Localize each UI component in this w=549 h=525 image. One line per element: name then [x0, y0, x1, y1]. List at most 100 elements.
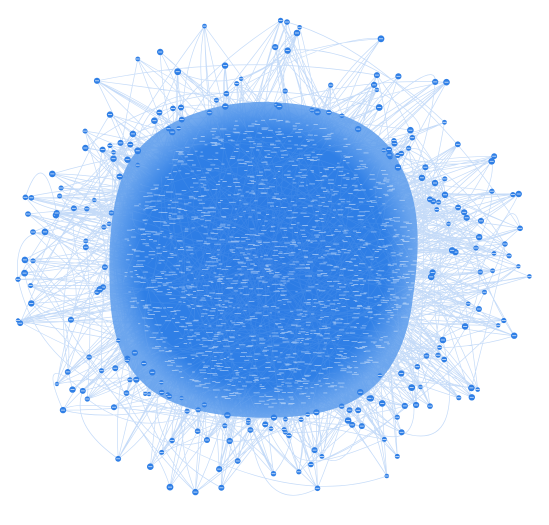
node-label-mark [168, 486, 172, 488]
node-label-mark [31, 231, 35, 233]
graph-node [314, 485, 321, 492]
graph-node [41, 228, 49, 236]
graph-node [116, 173, 123, 180]
node-label-mark [102, 266, 107, 268]
graph-node [516, 264, 521, 269]
node-label-mark [463, 326, 468, 327]
graph-node [270, 414, 277, 421]
node-label-mark [396, 75, 401, 77]
graph-inner-edges [118, 112, 417, 408]
node-label-mark [152, 120, 157, 122]
graph-node [443, 78, 450, 86]
node-label-mark [196, 409, 201, 411]
node-label-mark [415, 366, 420, 368]
graph-node [311, 447, 318, 454]
node-label-mark [392, 143, 397, 144]
node-label-mark [518, 227, 523, 229]
node-label-mark [283, 90, 288, 92]
node-label-mark [382, 439, 387, 440]
node-label-mark [319, 456, 324, 457]
node-label-mark [214, 99, 219, 101]
node-label-mark [381, 149, 386, 151]
node-label-mark [147, 393, 151, 395]
node-label-mark [99, 370, 104, 372]
graph-node [83, 238, 89, 244]
node-label-mark [134, 379, 139, 381]
graph-node [102, 264, 108, 270]
node-label-mark [225, 414, 230, 416]
graph-node [346, 407, 353, 413]
graph-node [92, 197, 97, 203]
graph-node [134, 147, 142, 155]
graph-node [314, 108, 321, 116]
graph-node [204, 437, 210, 443]
node-label-mark [418, 386, 423, 388]
node-label-mark [278, 20, 283, 21]
graph-node [309, 107, 315, 113]
node-label-mark [95, 291, 100, 293]
node-label-mark [456, 207, 461, 208]
node-label-mark [22, 259, 27, 261]
graph-node [146, 391, 152, 397]
graph-node [371, 81, 378, 88]
graph-node [386, 151, 393, 159]
graph-node [427, 403, 433, 409]
graph-node [195, 407, 201, 413]
node-label-mark [433, 81, 438, 83]
graph-node [131, 349, 138, 356]
graph-node [170, 105, 176, 112]
node-label-mark [246, 422, 251, 424]
node-label-mark [429, 276, 434, 278]
node-label-mark [356, 409, 361, 411]
graph-node [465, 301, 471, 307]
node-label-mark [54, 212, 59, 214]
node-label-mark [482, 291, 487, 293]
node-label-mark [399, 153, 404, 154]
node-label-mark [512, 335, 517, 337]
node-label-mark [31, 260, 35, 262]
graph-node [127, 141, 134, 148]
graph-node [284, 47, 291, 54]
graph-node [305, 412, 311, 417]
node-label-mark [282, 429, 287, 430]
node-label-mark [175, 71, 180, 73]
graph-node [476, 233, 483, 241]
graph-node [159, 389, 165, 396]
node-label-mark [234, 83, 239, 84]
node-label-mark [372, 84, 377, 86]
node-label-mark [308, 464, 313, 465]
node-label-mark [222, 425, 227, 427]
node-label-mark [285, 21, 289, 23]
graph-node [247, 427, 254, 433]
graph-node [418, 384, 423, 390]
node-label-mark [271, 473, 276, 475]
graph-node [277, 17, 284, 24]
graph-node [96, 286, 104, 293]
node-label-mark [314, 411, 319, 413]
graph-node [374, 87, 380, 93]
graph-node [496, 323, 501, 328]
node-label-mark [176, 128, 181, 129]
node-label-mark [396, 167, 400, 168]
graph-node [224, 412, 231, 419]
node-label-mark [223, 65, 228, 66]
node-label-mark [430, 272, 435, 273]
node-label-mark [271, 417, 276, 418]
node-label-mark [95, 80, 99, 82]
graph-node [506, 253, 512, 259]
graph-node [129, 130, 137, 138]
node-label-mark [179, 397, 184, 399]
graph-node [84, 396, 90, 402]
graph-node [194, 428, 201, 435]
node-label-mark [377, 375, 382, 376]
graph-node [53, 210, 60, 216]
node-label-mark [29, 197, 34, 199]
node-label-mark [277, 106, 282, 107]
node-label-mark [179, 119, 184, 120]
graph-node [468, 384, 475, 392]
graph-node [149, 369, 156, 376]
node-label-mark [489, 190, 494, 192]
graph-node [82, 144, 89, 152]
node-label-mark [84, 208, 89, 210]
